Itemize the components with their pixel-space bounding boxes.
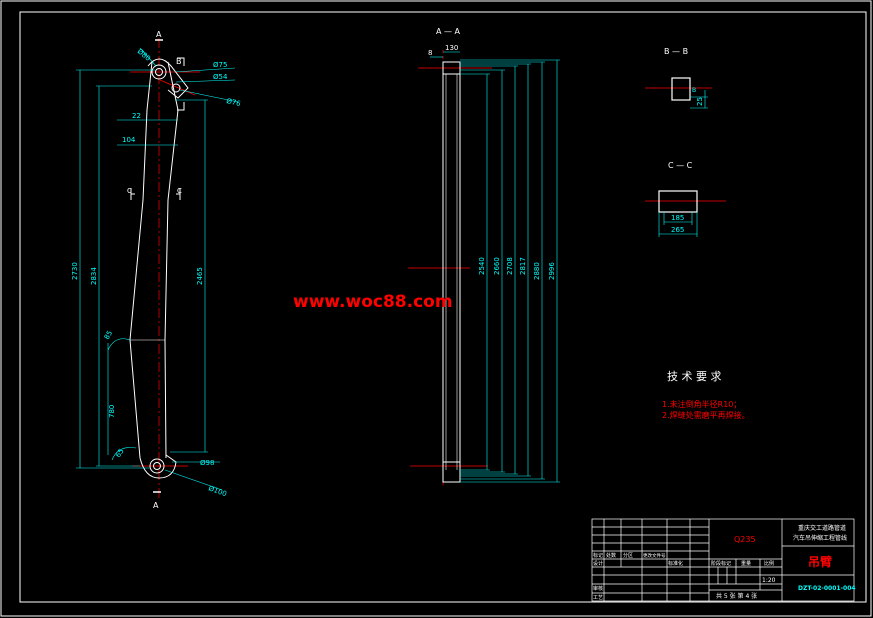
boom-foot-outline bbox=[139, 454, 177, 479]
dim-line bbox=[164, 469, 223, 491]
dim-25: 25 bbox=[696, 97, 704, 106]
boom-plate-outline bbox=[442, 61, 461, 483]
tb-label-weight: 重量 bbox=[741, 560, 751, 567]
dim-65: 65 bbox=[114, 447, 126, 459]
tb-label-craft: 工艺 bbox=[593, 595, 603, 601]
bb-section-rect bbox=[671, 77, 691, 101]
section-marker-line bbox=[130, 188, 135, 200]
tb-org-line-2: 汽车吊伸缩工程管线 bbox=[793, 534, 847, 542]
tb-drawing-name: 吊臂 bbox=[808, 554, 832, 569]
dim-2708: 2708 bbox=[506, 257, 514, 275]
dim-2730: 2730 bbox=[71, 262, 79, 280]
dim-d80: Ø80 bbox=[136, 47, 152, 62]
tb-label-ratio: 比例 bbox=[764, 560, 774, 567]
dim-2660: 2660 bbox=[493, 257, 501, 275]
watermark-text: www.woc88.com bbox=[293, 292, 453, 312]
dim-d75: Ø75 bbox=[213, 61, 227, 69]
mid-pin-hole bbox=[171, 83, 181, 93]
tb-label-mark: 标记 bbox=[593, 552, 603, 559]
dim-104: 104 bbox=[122, 136, 136, 144]
tb-drawing-no: DZT-02-0001-004 bbox=[798, 585, 856, 592]
dim-130: 130 bbox=[445, 44, 458, 52]
section-marker-line bbox=[177, 102, 185, 111]
dim-780: 780 bbox=[108, 405, 116, 418]
tb-org-line-1: 重庆交工道路管道 bbox=[798, 524, 846, 532]
dim-185: 185 bbox=[671, 214, 684, 222]
dim-line bbox=[139, 47, 157, 67]
tb-label-count: 处数 bbox=[606, 552, 616, 559]
angle-arc bbox=[111, 447, 137, 461]
dim-22: 22 bbox=[132, 112, 141, 120]
section-marker-c-left: C bbox=[127, 187, 132, 195]
centerline bbox=[159, 79, 196, 96]
bottom-pin-hole-inner bbox=[153, 462, 161, 470]
section-marker-a-top: A bbox=[156, 30, 162, 39]
top-lug bbox=[442, 61, 461, 75]
top-pin-hole bbox=[151, 64, 167, 80]
dim-line bbox=[179, 89, 239, 103]
cc-section-rect bbox=[658, 190, 698, 213]
inner-border bbox=[19, 11, 867, 603]
section-aa-view: A — A bbox=[408, 27, 560, 486]
dim-85: 85 bbox=[103, 329, 114, 341]
tech-req-item-2: 2.焊缝处需磨平再焊接。 bbox=[662, 410, 750, 420]
section-marker-c-right: C bbox=[177, 187, 182, 195]
dim-b-small: B bbox=[692, 87, 696, 94]
dim-2880: 2880 bbox=[533, 262, 541, 280]
section-bb-title: B — B bbox=[664, 47, 688, 56]
tb-label-zone: 分区 bbox=[623, 552, 633, 559]
dim-2465: 2465 bbox=[196, 267, 204, 285]
dim-d76: Ø76 bbox=[226, 97, 242, 108]
section-marker-line bbox=[176, 188, 181, 200]
dim-2834: 2834 bbox=[90, 267, 98, 285]
technical-requirements: 技 术 要 求 1.未注倒角半径R10； 2.焊缝处需磨平再焊接。 bbox=[662, 370, 750, 420]
dim-2996: 2996 bbox=[548, 262, 556, 280]
tech-req-item-1: 1.未注倒角半径R10； bbox=[662, 399, 741, 409]
dim-line bbox=[174, 67, 236, 73]
tb-label-standardize: 标准化 bbox=[668, 560, 683, 567]
dim-d100: Ø100 bbox=[207, 484, 227, 498]
dim-2540: 2540 bbox=[478, 257, 486, 275]
dim-8: 8 bbox=[428, 49, 432, 57]
title-block-text: Q235 重庆交工道路管道 汽车吊伸缩工程管线 吊臂 DZT-02-0001-0… bbox=[593, 524, 856, 601]
section-marker-a-bottom: A bbox=[153, 501, 159, 510]
tb-label-design: 设计 bbox=[593, 560, 603, 567]
bottom-lug bbox=[442, 461, 461, 483]
side-view: A A B C C Ø80 Ø75 bbox=[71, 30, 242, 510]
title-block-frame bbox=[591, 518, 855, 602]
section-bb-view: B — B 25 B bbox=[645, 47, 712, 109]
title-block bbox=[591, 518, 855, 602]
boom-outline bbox=[129, 61, 179, 459]
dim-line bbox=[175, 79, 236, 83]
tech-req-title: 技 术 要 求 bbox=[667, 370, 722, 383]
dim-2817: 2817 bbox=[519, 257, 527, 275]
tb-label-docno: 更改文件号 bbox=[643, 552, 666, 559]
section-marker-line bbox=[177, 57, 185, 66]
top-pin-hole-inner bbox=[155, 68, 163, 76]
tb-label-review: 审核 bbox=[593, 585, 603, 592]
dim-d98: Ø98 bbox=[200, 459, 214, 467]
section-cc-view: C — C 185 265 bbox=[645, 161, 726, 237]
tb-scale: 1:20 bbox=[762, 577, 776, 584]
section-cc-title: C — C bbox=[668, 161, 693, 170]
bottom-pin-hole bbox=[149, 458, 165, 474]
tb-label-stage: 阶段标记 bbox=[711, 560, 731, 567]
section-aa-title: A — A bbox=[436, 27, 461, 36]
tb-sheet-info: 共 5 张 第 4 张 bbox=[716, 592, 757, 600]
boom-head-outline bbox=[147, 58, 189, 99]
tb-material: Q235 bbox=[734, 535, 756, 544]
section-marker-b: B bbox=[176, 57, 182, 66]
angle-arc bbox=[107, 338, 131, 351]
dim-d54: Ø54 bbox=[213, 73, 228, 81]
dim-265: 265 bbox=[671, 226, 684, 234]
